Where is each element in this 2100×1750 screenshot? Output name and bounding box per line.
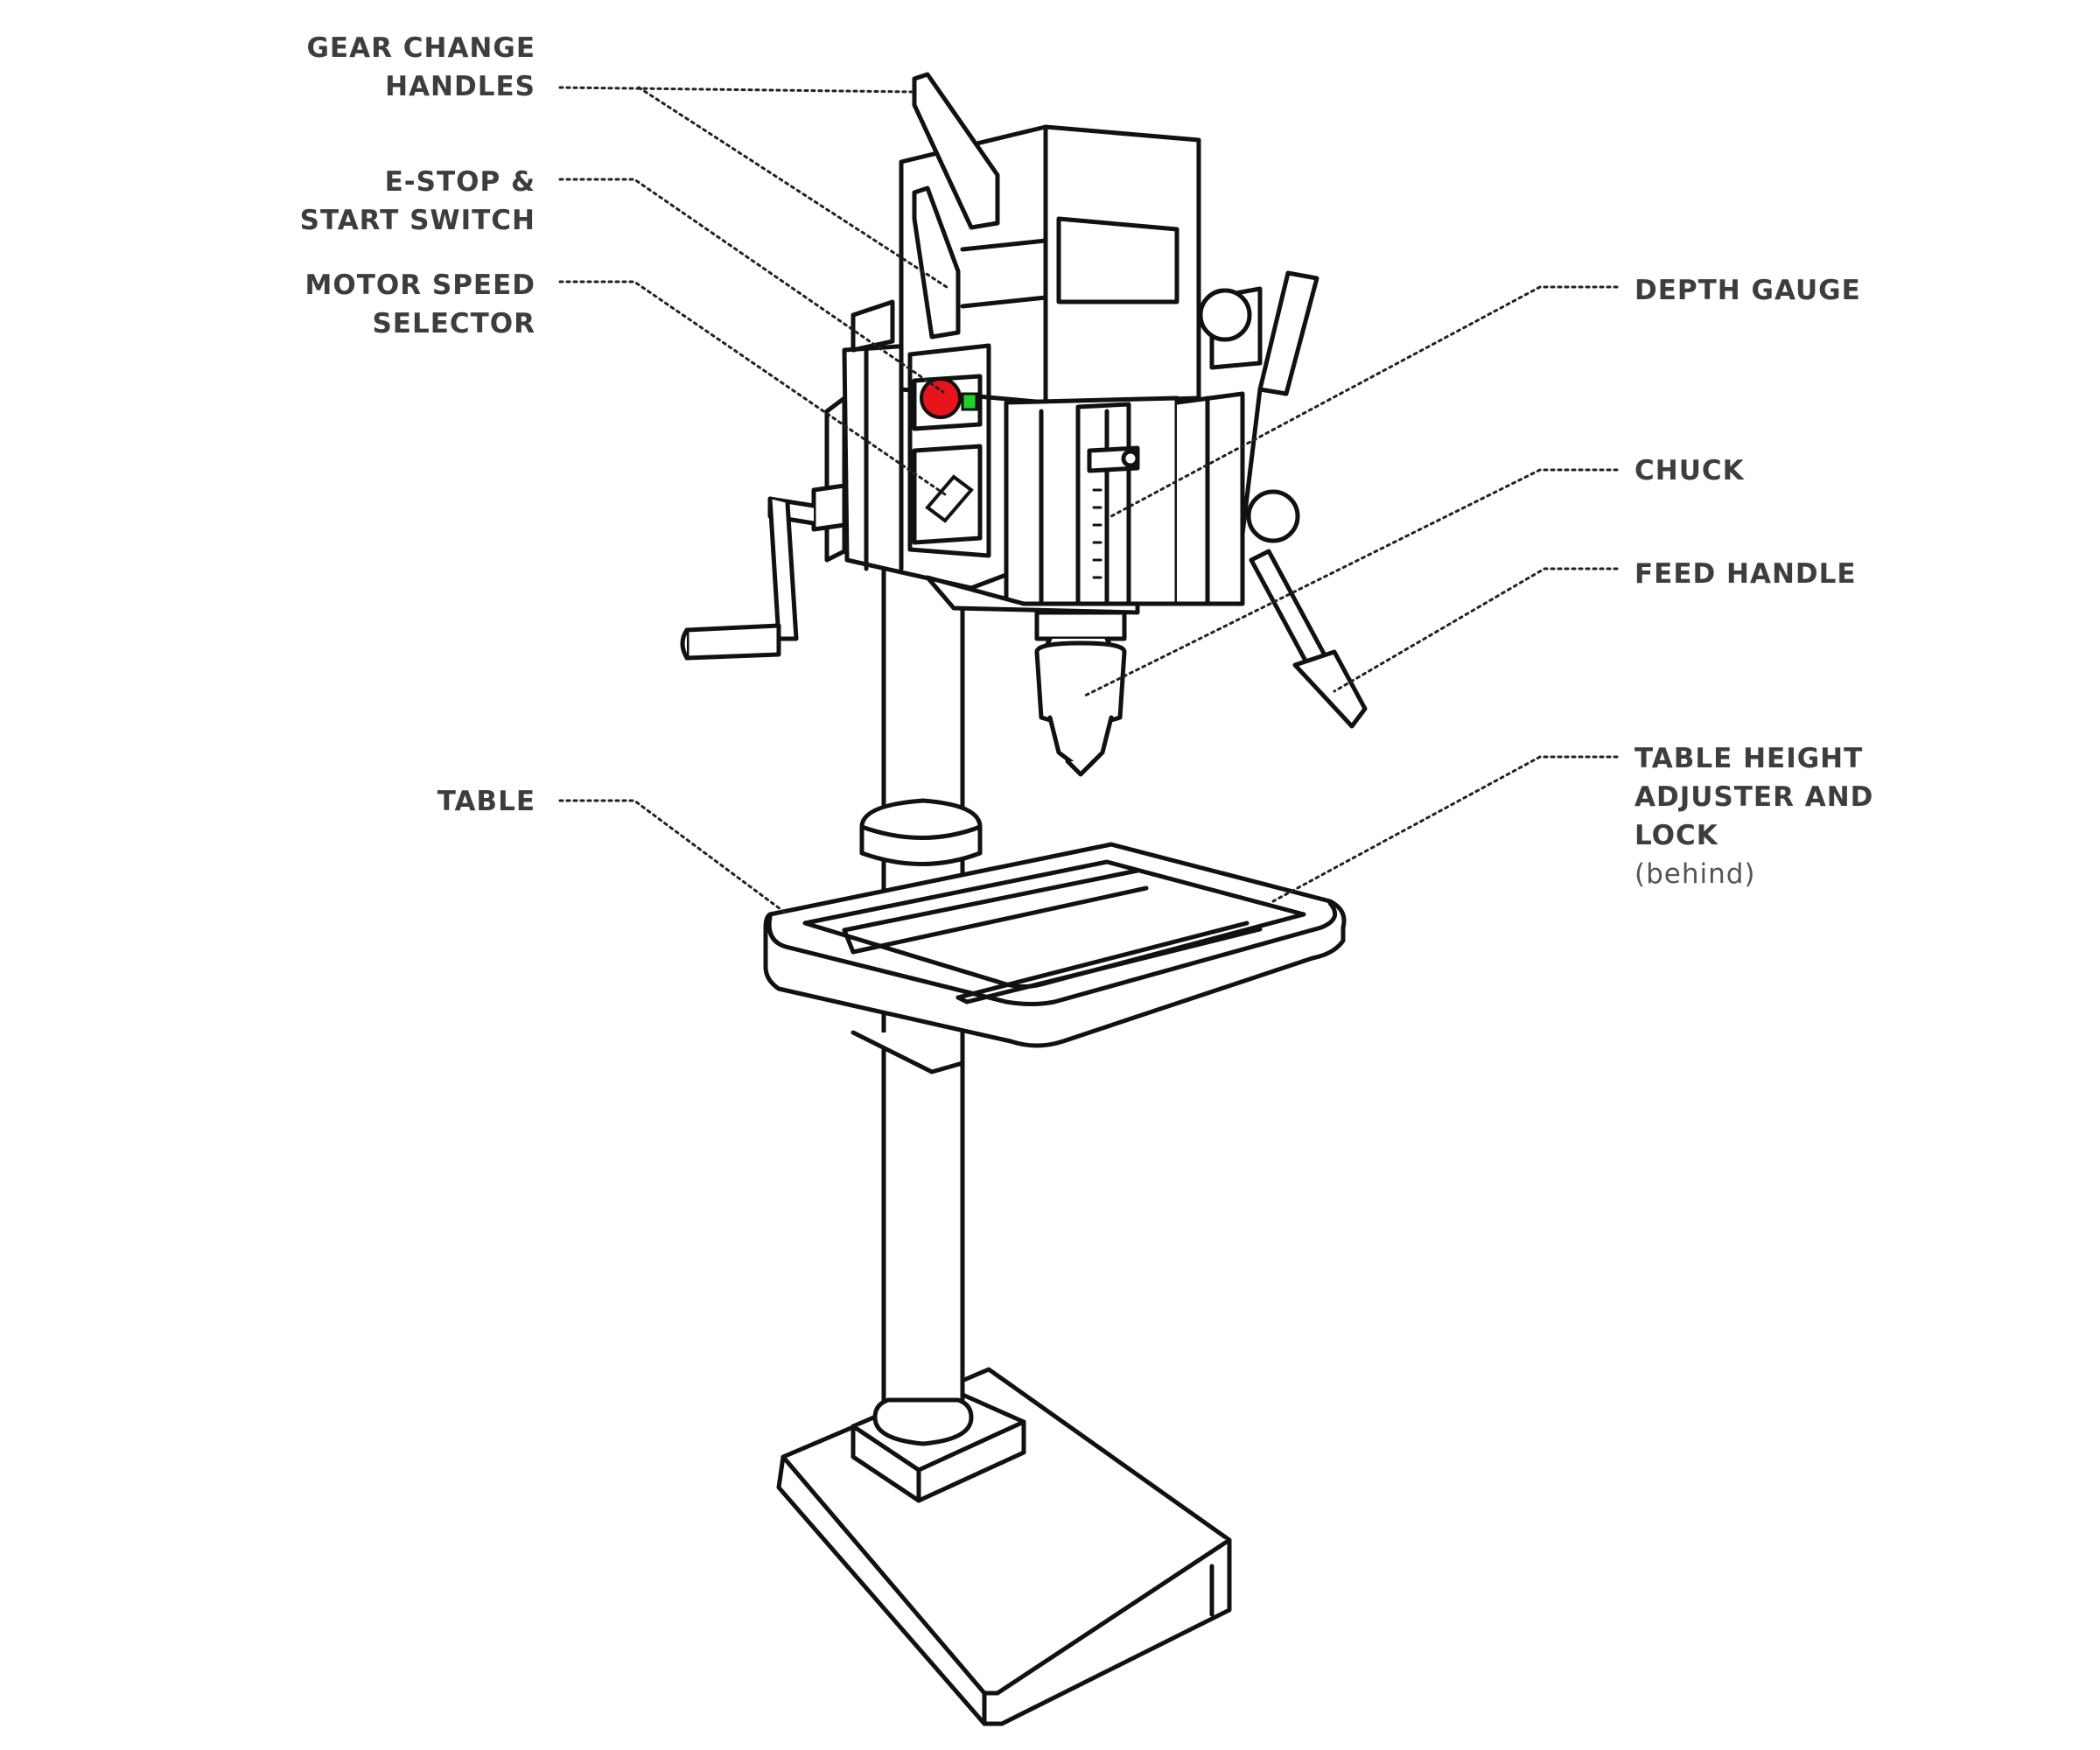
leader-motor-speed [558, 280, 947, 496]
head [824, 124, 1263, 615]
leader-table-height [1271, 755, 1619, 903]
table-collar [850, 798, 983, 1074]
leader-chuck [1083, 468, 1619, 697]
leader-feed-handle [1333, 567, 1619, 693]
label-table-height-adjuster: TABLE HEIGHT ADJUSTER AND LOCK (behind) [1634, 739, 1873, 893]
estop-button [920, 377, 962, 419]
table [763, 842, 1347, 1048]
label-gear-change-handles: GEAR CHANGE HANDLES [306, 32, 536, 102]
label-chuck: CHUCK [1634, 455, 1745, 486]
label-depth-gauge: DEPTH GAUGE [1634, 275, 1861, 306]
label-table: TABLE [437, 786, 536, 817]
base [776, 1367, 1232, 1726]
leader-gear-change [558, 86, 951, 290]
leader-estop [558, 178, 945, 394]
chuck [1034, 610, 1127, 777]
leader-table [558, 799, 789, 916]
crank-handle [680, 483, 847, 661]
gear-change-handles [912, 72, 1000, 340]
feed-handle [1240, 270, 1368, 729]
start-switch [961, 392, 978, 411]
depth-gauge [1075, 402, 1140, 606]
label-estop-start-switch: E-STOP & START SWITCH [299, 166, 536, 236]
label-behind-note: (behind) [1634, 858, 1756, 890]
label-feed-handle: FEED HANDLE [1634, 558, 1857, 590]
label-motor-speed-selector: MOTOR SPEED SELECTOR [304, 270, 536, 340]
motor-speed-knob [925, 474, 974, 523]
leader-depth-gauge [1110, 285, 1619, 518]
